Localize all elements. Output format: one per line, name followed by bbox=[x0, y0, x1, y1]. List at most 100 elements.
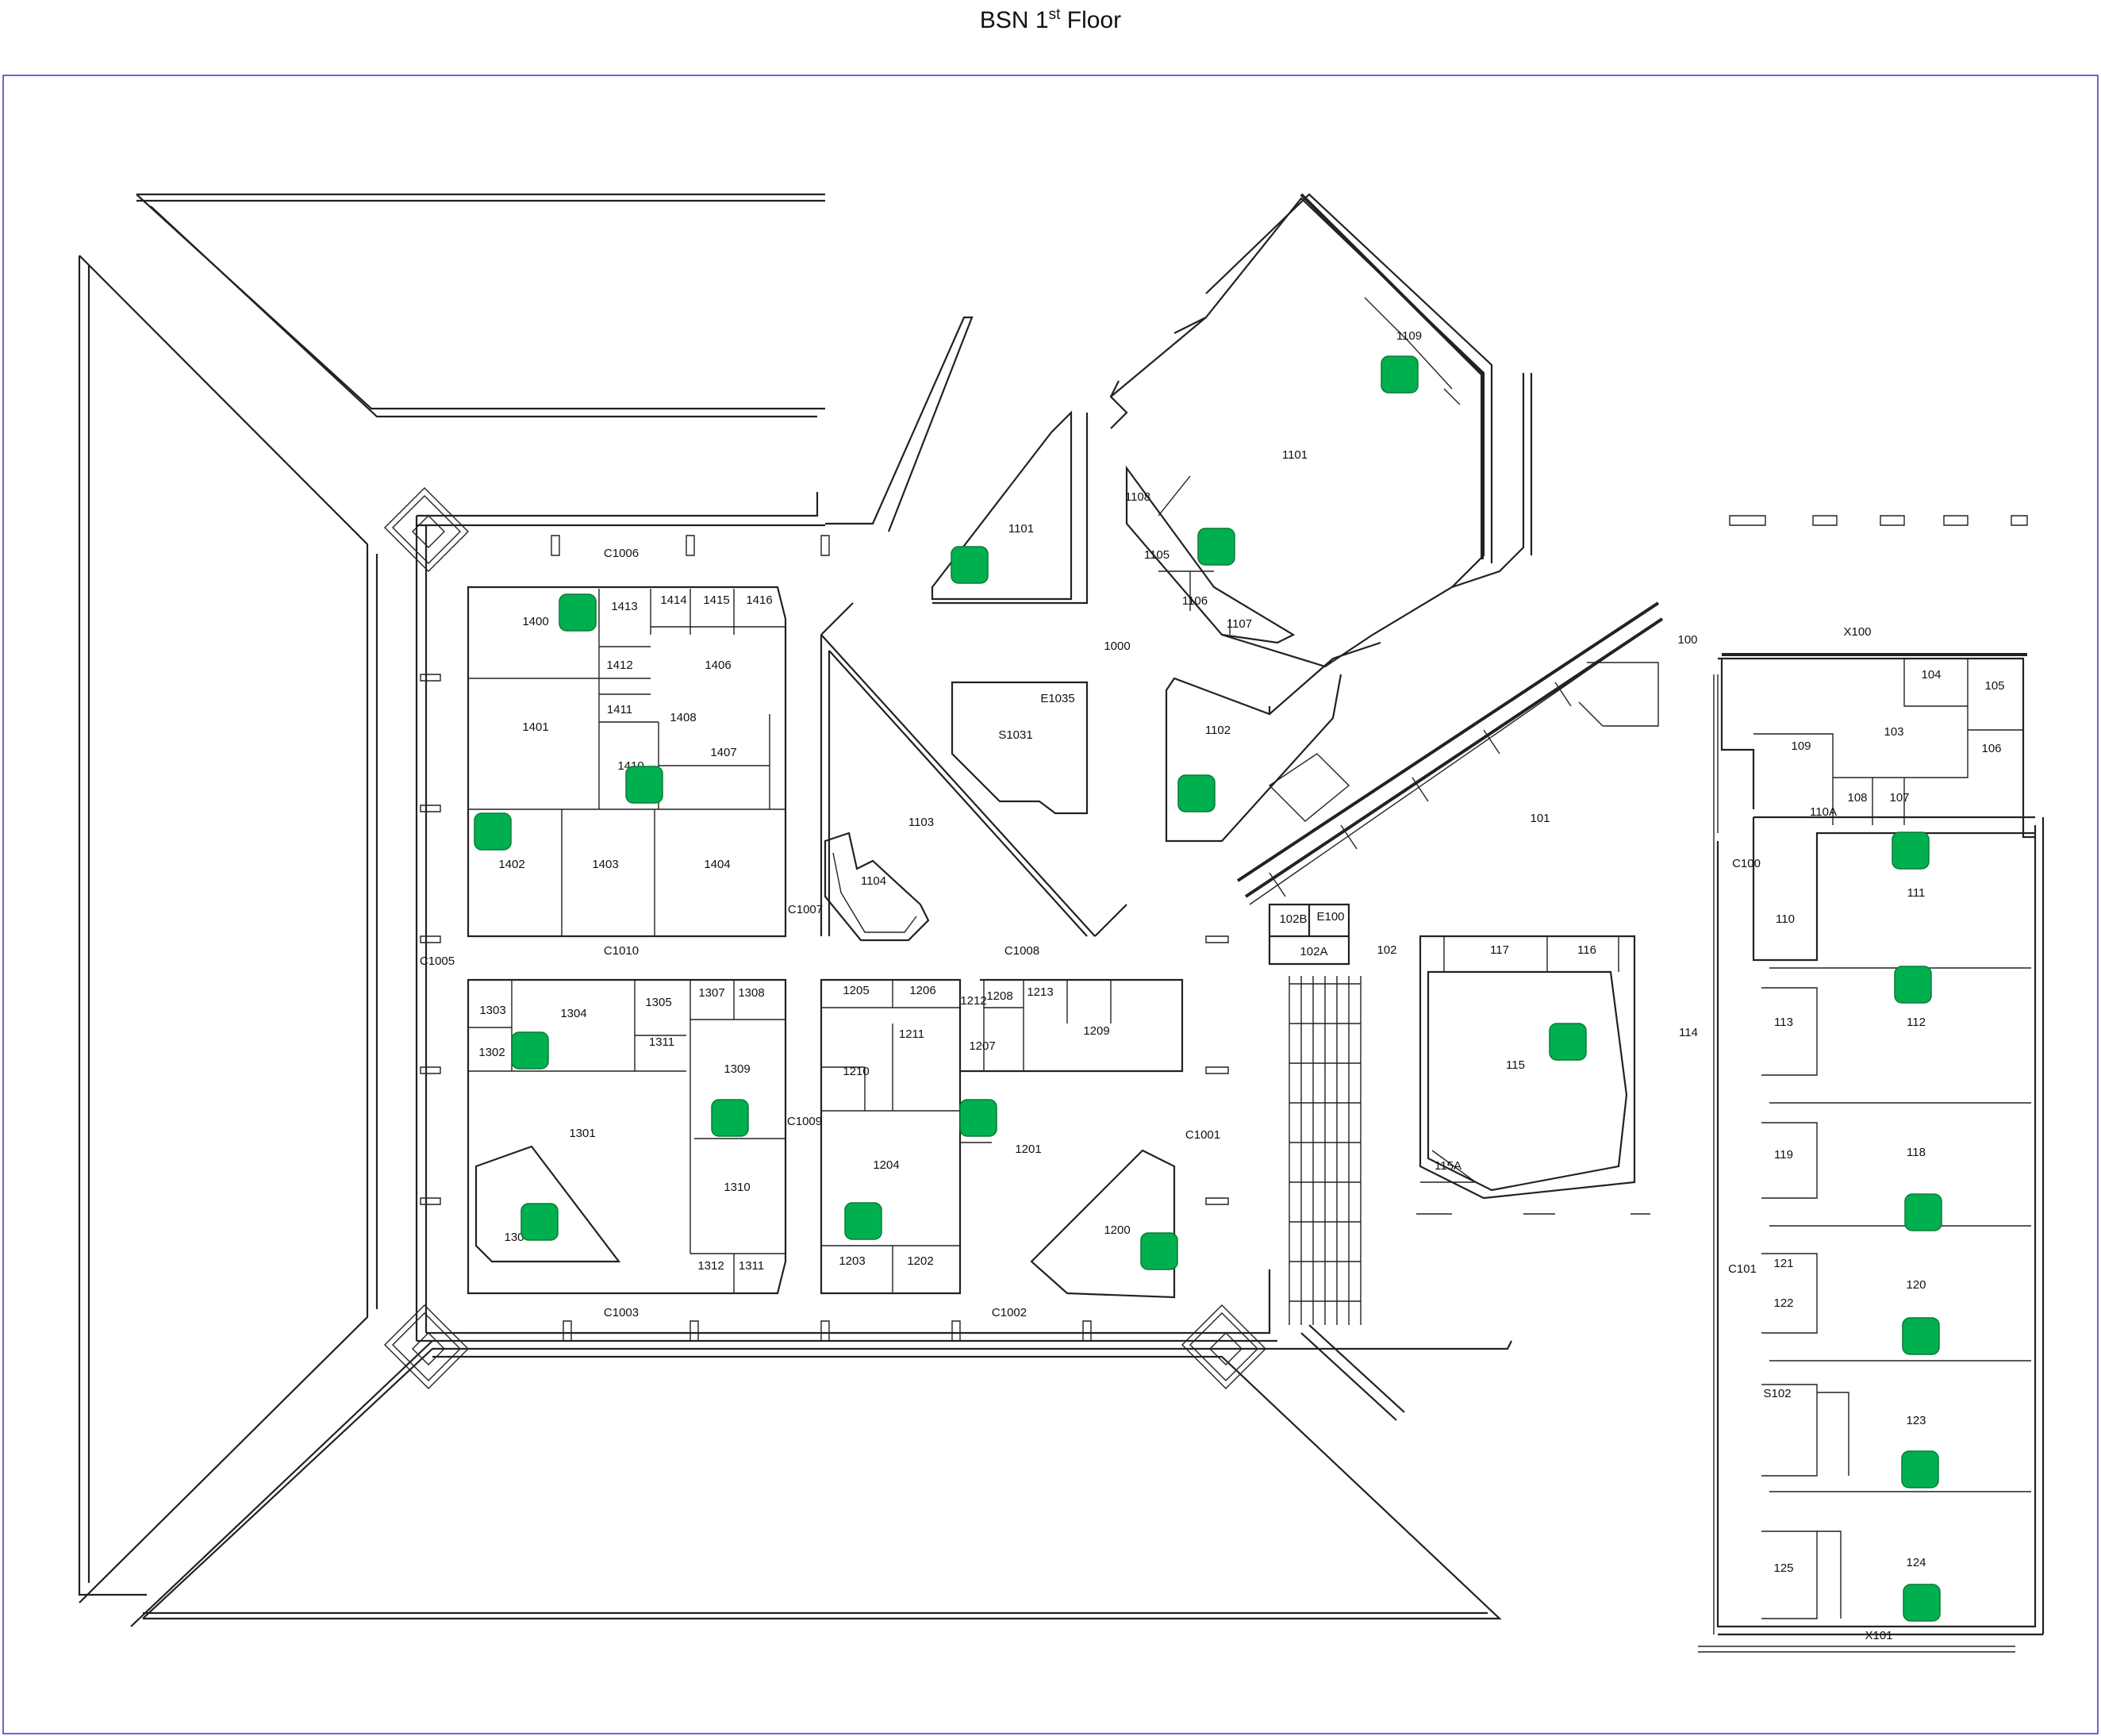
room-label: 1303 bbox=[479, 1004, 505, 1017]
access-point-marker[interactable] bbox=[474, 812, 512, 851]
access-point-marker[interactable] bbox=[1381, 355, 1419, 394]
room-label: 1302 bbox=[478, 1046, 505, 1059]
room-label: 1102 bbox=[1205, 724, 1231, 737]
access-point-marker[interactable] bbox=[1904, 1193, 1942, 1231]
room-label: 1305 bbox=[645, 996, 671, 1009]
access-point-marker[interactable] bbox=[844, 1202, 882, 1240]
map-frame bbox=[2, 75, 2099, 1734]
room-label: 1108 bbox=[1125, 490, 1150, 504]
room-label: 1201 bbox=[1015, 1143, 1041, 1156]
room-label: 113 bbox=[1774, 1016, 1793, 1029]
room-label: E1035 bbox=[1040, 692, 1074, 705]
access-point-marker[interactable] bbox=[711, 1099, 749, 1137]
room-label: 125 bbox=[1773, 1561, 1793, 1575]
room-label: 116 bbox=[1577, 943, 1596, 957]
room-label: X100 bbox=[1843, 625, 1871, 639]
room-label: C1007 bbox=[788, 903, 823, 916]
title-superscript: st bbox=[1048, 6, 1061, 23]
room-label: 1310 bbox=[724, 1181, 750, 1194]
room-label: 1311 bbox=[739, 1259, 764, 1273]
room-label: C1005 bbox=[420, 954, 455, 968]
room-label: 1312 bbox=[697, 1259, 724, 1273]
room-label: C1008 bbox=[1004, 944, 1039, 958]
room-label: C1001 bbox=[1185, 1128, 1220, 1142]
room-label: 1412 bbox=[606, 659, 632, 672]
room-label: 1304 bbox=[560, 1007, 586, 1020]
room-label: C1006 bbox=[604, 547, 639, 560]
room-label: 121 bbox=[1773, 1257, 1793, 1270]
room-label: 1103 bbox=[908, 816, 934, 829]
room-label: 1206 bbox=[909, 984, 935, 997]
room-label: 1211 bbox=[899, 1027, 924, 1041]
room-label: 103 bbox=[1884, 725, 1903, 739]
room-label: 104 bbox=[1921, 668, 1941, 682]
room-label: C1003 bbox=[604, 1306, 639, 1319]
room-label: 1101 bbox=[1282, 448, 1308, 462]
room-label: 1205 bbox=[843, 984, 869, 997]
room-label: 1309 bbox=[724, 1062, 750, 1076]
room-label: 110A bbox=[1810, 805, 1837, 819]
room-label: 1208 bbox=[986, 989, 1012, 1003]
room-label: 1104 bbox=[861, 874, 886, 888]
room-label: 1101 bbox=[1008, 522, 1034, 536]
room-label: 1311 bbox=[649, 1035, 674, 1049]
room-label: 1406 bbox=[705, 659, 731, 672]
access-point-marker[interactable] bbox=[1140, 1232, 1178, 1270]
room-label: 107 bbox=[1889, 791, 1909, 805]
room-label: S102 bbox=[1763, 1387, 1791, 1400]
room-label: 1213 bbox=[1027, 985, 1053, 999]
room-label: 102 bbox=[1377, 943, 1396, 957]
room-label: 1414 bbox=[660, 593, 686, 607]
room-label: 109 bbox=[1791, 739, 1811, 753]
access-point-marker[interactable] bbox=[1903, 1584, 1941, 1622]
access-point-marker[interactable] bbox=[1901, 1450, 1939, 1488]
room-label: 124 bbox=[1906, 1556, 1926, 1569]
room-label: X101 bbox=[1865, 1629, 1892, 1642]
room-label: 1404 bbox=[704, 858, 730, 871]
access-point-marker[interactable] bbox=[1892, 832, 1930, 870]
room-label: 1200 bbox=[1104, 1223, 1130, 1237]
access-point-marker[interactable] bbox=[1197, 528, 1235, 566]
room-label: 1212 bbox=[960, 994, 986, 1008]
floor-title: BSN 1st Floor bbox=[0, 6, 2101, 34]
room-label: 120 bbox=[1906, 1278, 1926, 1292]
room-label: C1009 bbox=[787, 1115, 822, 1128]
room-label: 117 bbox=[1490, 943, 1509, 957]
room-label: 1415 bbox=[703, 593, 729, 607]
room-label: 119 bbox=[1774, 1148, 1793, 1162]
room-label: 100 bbox=[1677, 633, 1697, 647]
room-label: 1107 bbox=[1227, 617, 1252, 631]
room-label: 1202 bbox=[907, 1254, 933, 1268]
access-point-marker[interactable] bbox=[1894, 966, 1932, 1004]
access-point-marker[interactable] bbox=[520, 1203, 559, 1241]
room-label: 1207 bbox=[969, 1039, 995, 1053]
room-label: 112 bbox=[1907, 1016, 1926, 1029]
room-label: 1109 bbox=[1396, 329, 1422, 343]
room-label: 108 bbox=[1847, 791, 1867, 805]
access-point-marker[interactable] bbox=[1902, 1317, 1940, 1355]
room-label: 1105 bbox=[1144, 548, 1170, 562]
room-label: 1408 bbox=[670, 711, 696, 724]
room-label: 111 bbox=[1907, 886, 1926, 900]
room-label: 1210 bbox=[843, 1065, 869, 1078]
access-point-marker[interactable] bbox=[625, 766, 663, 804]
access-point-marker[interactable] bbox=[1549, 1023, 1587, 1061]
room-label: 1307 bbox=[698, 986, 724, 1000]
room-label: 1203 bbox=[839, 1254, 865, 1268]
access-point-marker[interactable] bbox=[959, 1099, 997, 1137]
room-label: 118 bbox=[1907, 1146, 1926, 1159]
access-point-marker[interactable] bbox=[511, 1031, 549, 1070]
room-label: C100 bbox=[1732, 857, 1761, 870]
access-point-marker[interactable] bbox=[951, 546, 989, 584]
room-label: 1413 bbox=[611, 600, 637, 613]
room-label: 105 bbox=[1984, 679, 2004, 693]
room-label: 1400 bbox=[522, 615, 548, 628]
room-label: 102B bbox=[1279, 912, 1307, 926]
room-label: C1002 bbox=[992, 1306, 1027, 1319]
access-point-marker[interactable] bbox=[1177, 774, 1216, 812]
room-label: 101 bbox=[1530, 812, 1550, 825]
room-label: 106 bbox=[1981, 742, 2001, 755]
access-point-marker[interactable] bbox=[559, 593, 597, 632]
room-label: E100 bbox=[1316, 910, 1344, 924]
room-label: 1416 bbox=[746, 593, 772, 607]
